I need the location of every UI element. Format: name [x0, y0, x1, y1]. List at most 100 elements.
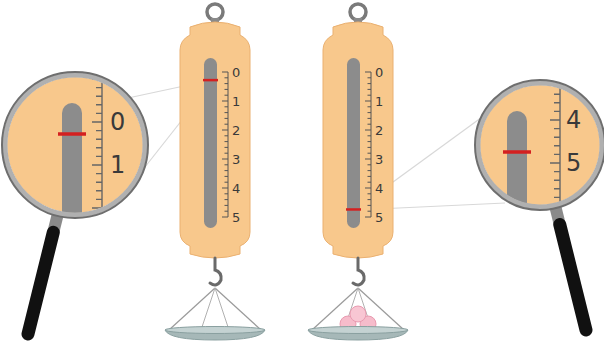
- scale-tick: [225, 182, 229, 183]
- scale-tick: [368, 147, 372, 148]
- scale-tick: [365, 159, 371, 160]
- scale-tick: [368, 118, 372, 119]
- scale-number: 5: [232, 211, 240, 224]
- scale-tick: [554, 274, 560, 275]
- scale-tick: [96, 276, 102, 277]
- magnified-scale-number: 1: [110, 153, 125, 177]
- scale-tick: [368, 176, 372, 177]
- scale-tick: [368, 124, 372, 125]
- scale-tick: [96, 285, 102, 286]
- scale-tick: [96, 147, 102, 148]
- scale-body: [180, 22, 250, 258]
- pointer-mark: [503, 150, 531, 154]
- scale-tick: [225, 211, 229, 212]
- hanging-ring: [207, 4, 223, 20]
- scale-tick: [225, 153, 229, 154]
- scale-tick: [554, 136, 560, 137]
- scale-tick: [222, 72, 228, 73]
- scale-tick: [96, 44, 102, 45]
- scale-number: 1: [232, 95, 240, 108]
- scale-tick: [554, 257, 560, 258]
- scale-tick: [554, 93, 560, 94]
- scale-tick: [222, 217, 228, 218]
- scale-tick: [96, 268, 102, 269]
- scale-tick: [368, 141, 372, 142]
- scale-tick: [225, 141, 229, 142]
- pan-string: [215, 288, 229, 330]
- scale-tick: [222, 101, 228, 102]
- scale-tick: [96, 70, 102, 71]
- scale-tick: [96, 113, 102, 114]
- lens-rim-outer: [2, 72, 148, 218]
- line-shape: [559, 85, 560, 205]
- hook: [210, 258, 221, 285]
- scale-tick: [96, 181, 102, 182]
- scale-tick: [365, 188, 371, 189]
- line-shape: [371, 72, 372, 217]
- scale-tick: [554, 102, 560, 103]
- scale-tick: [222, 130, 228, 131]
- scale-tick: [365, 130, 371, 131]
- magnified-scale-number: 4: [566, 108, 581, 132]
- scale-tick: [96, 259, 102, 260]
- scale-tick: [225, 205, 229, 206]
- scale-tick: [225, 77, 229, 78]
- scale-tick: [96, 87, 102, 88]
- scale-tick: [554, 128, 560, 129]
- scale-tick: [554, 42, 560, 43]
- scale-tick: [554, 59, 560, 60]
- scale-tick: [368, 135, 372, 136]
- scale-tick: [92, 293, 102, 294]
- scale-tick: [554, 283, 560, 284]
- pan-rim: [308, 327, 408, 334]
- scale-tick: [225, 83, 229, 84]
- scale-tick: [96, 53, 102, 54]
- scale-tick: [96, 138, 102, 139]
- pan-string: [201, 288, 215, 330]
- scale-tick: [225, 124, 229, 125]
- scale-tick: [368, 170, 372, 171]
- scale-tick: [96, 199, 102, 200]
- scale-number: 0: [232, 66, 240, 79]
- scale-number: 4: [375, 182, 383, 195]
- spring-scale-left: [165, 4, 265, 340]
- scale-tick: [225, 106, 229, 107]
- pan-string: [215, 288, 261, 330]
- scale-tick: [368, 211, 372, 212]
- scale-tick: [92, 121, 102, 122]
- scale-tick: [554, 154, 560, 155]
- scale-tick: [225, 199, 229, 200]
- scale-number: 0: [375, 66, 383, 79]
- scale-tick: [554, 68, 560, 69]
- lens-rim-outer: [475, 80, 604, 210]
- scale-tick: [554, 266, 560, 267]
- pan-rim: [165, 327, 265, 334]
- scale-tick: [368, 83, 372, 84]
- scale-tick: [365, 101, 371, 102]
- scale-tick: [225, 170, 229, 171]
- scale-tick: [368, 199, 372, 200]
- scale-number: 2: [375, 124, 383, 137]
- scale-tick: [554, 145, 560, 146]
- scale-tick: [550, 119, 560, 120]
- scale-body: [323, 22, 393, 258]
- scale-number: 1: [375, 95, 383, 108]
- scale-tick: [225, 193, 229, 194]
- scale-tick: [92, 250, 102, 251]
- scale-tick: [368, 106, 372, 107]
- scale-tick: [365, 72, 371, 73]
- scale-tick: [96, 61, 102, 62]
- scale-tick: [96, 95, 102, 96]
- scale-tick: [368, 153, 372, 154]
- magnified-scale-number: 5: [566, 151, 581, 175]
- scale-tick: [222, 159, 228, 160]
- spring-slot: [347, 58, 360, 228]
- scale-tick: [550, 76, 560, 77]
- scale-tick: [96, 224, 102, 225]
- scale-tick: [554, 111, 560, 112]
- hanging-ring: [350, 4, 366, 20]
- weight-ball: [350, 306, 366, 322]
- scale-tick: [554, 197, 560, 198]
- scale-tick: [96, 104, 102, 105]
